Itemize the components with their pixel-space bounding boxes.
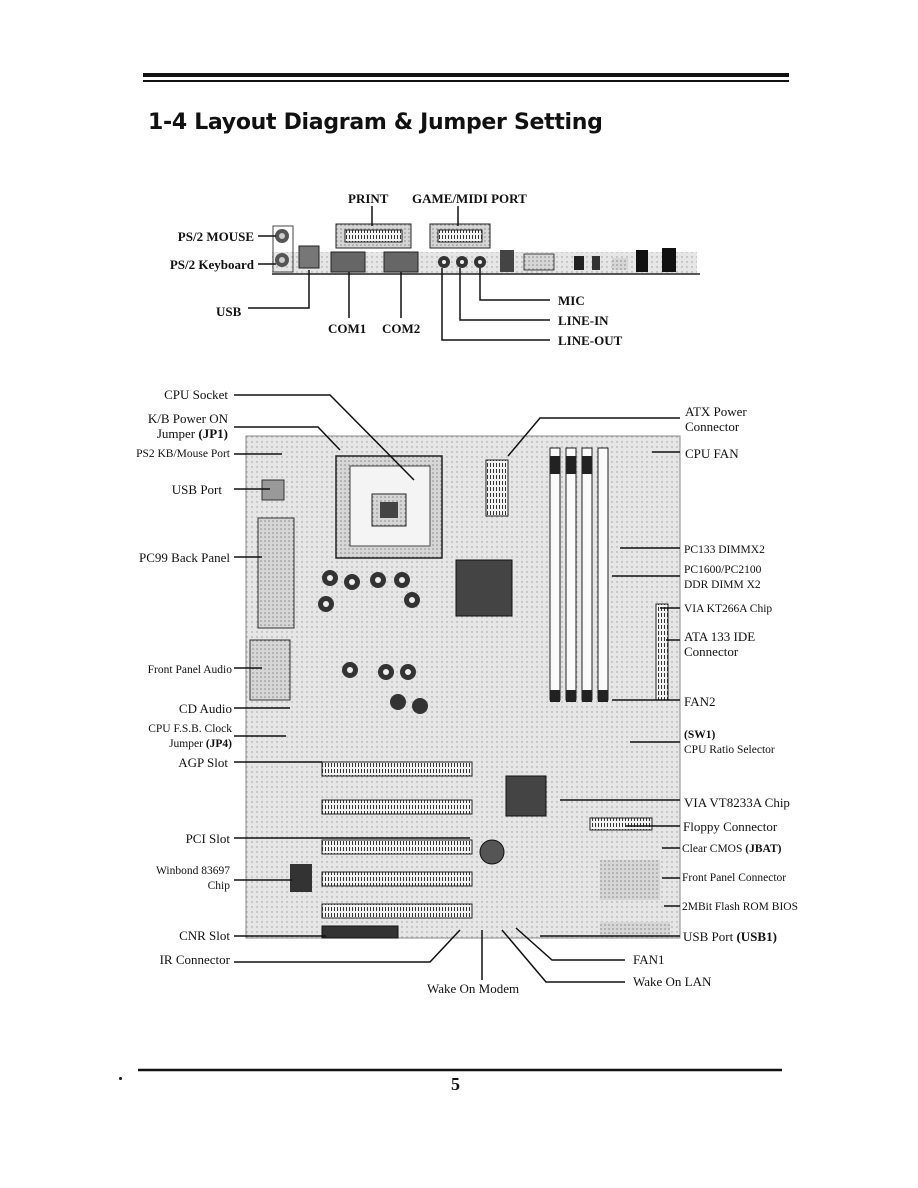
ps2-keyboard-label: PS/2 Keyboard xyxy=(169,257,254,272)
ata133-line2: Connector xyxy=(684,644,739,659)
board-leader-lines xyxy=(234,394,680,983)
winbond-label: Winbond 83697 Chip xyxy=(156,864,230,894)
cpu-fsb-clock-label: CPU F.S.B. Clock Jumper (JP4) xyxy=(148,722,232,752)
cpu-fsb-clock-jp: (JP4) xyxy=(205,738,232,750)
usb-port-label: USB Port xyxy=(171,482,222,497)
clear-cmos-jp: (JBAT) xyxy=(745,843,782,855)
usb-port-usb1-text: USB Port xyxy=(683,929,737,944)
cpu-ratio-line2: CPU Ratio Selector xyxy=(684,744,775,756)
page-heading: 1-4 Layout Diagram & Jumper Setting xyxy=(148,110,603,135)
ddr-dimm-label: PC1600/PC2100 DDR DIMM X2 xyxy=(684,563,761,593)
header-rule-thin xyxy=(143,80,789,82)
atx-power-line1: ATX Power xyxy=(685,404,747,419)
ddr-dimm-line1: PC1600/PC2100 xyxy=(684,564,762,576)
cpu-socket-label: CPU Socket xyxy=(164,387,228,402)
via-kt266a-label: VIA KT266A Chip xyxy=(684,603,773,615)
cpu-fsb-clock-line2: Jumper (JP4) xyxy=(148,737,232,752)
line-in-label: LINE-IN xyxy=(558,313,609,328)
game-midi-label: GAME/MIDI PORT xyxy=(412,191,527,206)
page-number: 5 xyxy=(451,1074,460,1094)
usb-port-usb1-jp: (USB1) xyxy=(736,929,777,944)
fan1-label: FAN1 xyxy=(633,952,665,967)
header-rule-thick xyxy=(143,73,789,77)
clear-cmos-text: Clear CMOS xyxy=(682,843,746,855)
ps2-mouse-label: PS/2 MOUSE xyxy=(177,229,254,244)
pc133-dimm-label: PC133 DIMMX2 xyxy=(684,544,765,556)
winbond-line2: Chip xyxy=(207,880,230,892)
usb-port-usb1-label: USB Port (USB1) xyxy=(683,929,777,944)
pc99-back-panel-label: PC99 Back Panel xyxy=(139,550,230,565)
cpu-fan-label: CPU FAN xyxy=(685,446,739,461)
ddr-dimm-line2: DDR DIMM X2 xyxy=(684,579,761,591)
front-panel-connector-label: Front Panel Connector xyxy=(682,872,787,884)
cpu-fsb-clock-line1: CPU F.S.B. Clock xyxy=(148,723,232,735)
kb-power-on-jumper-text: Jumper xyxy=(156,426,199,441)
kb-power-on-line2: Jumper (JP1) xyxy=(148,426,228,441)
cpu-fsb-clock-jumper-text: Jumper xyxy=(169,738,206,750)
wake-on-modem-label: Wake On Modem xyxy=(427,981,520,996)
kb-power-on-jp: (JP1) xyxy=(198,426,228,441)
mic-label: MIC xyxy=(558,293,585,308)
motherboard-illustration xyxy=(245,435,681,939)
floppy-connector-label: Floppy Connector xyxy=(683,819,778,834)
wake-on-lan-label: Wake On LAN xyxy=(633,974,712,989)
io-leader-lines xyxy=(248,206,550,341)
print-label: PRINT xyxy=(348,191,389,206)
atx-power-label: ATX Power Connector xyxy=(685,404,747,434)
front-panel-audio-label: Front Panel Audio xyxy=(147,664,232,676)
ir-connector-label: IR Connector xyxy=(159,952,230,967)
via-vt8233a-label: VIA VT8233A Chip xyxy=(684,795,790,810)
line-out-label: LINE-OUT xyxy=(558,333,623,348)
cd-audio-label: CD Audio xyxy=(178,701,232,716)
ata133-line1: ATA 133 IDE xyxy=(684,629,756,644)
pci-slot-label: PCI Slot xyxy=(185,831,230,846)
flash-bios-label: 2MBit Flash ROM BIOS xyxy=(682,901,798,913)
kb-power-on-line1: K/B Power ON xyxy=(147,411,228,426)
sw1-line1: (SW1) xyxy=(684,729,716,741)
winbond-line1: Winbond 83697 xyxy=(156,865,230,877)
com1-label: COM1 xyxy=(328,321,367,336)
kb-power-on-label: K/B Power ON Jumper (JP1) xyxy=(148,411,228,441)
io-panel-illustration xyxy=(272,223,700,275)
ata133-label: ATA 133 IDE Connector xyxy=(684,629,755,659)
clear-cmos-label: Clear CMOS (JBAT) xyxy=(682,842,781,857)
fan2-label: FAN2 xyxy=(684,694,716,709)
usb-label: USB xyxy=(216,304,242,319)
ps2-kb-mouse-port-label: PS2 KB/Mouse Port xyxy=(136,448,230,460)
atx-power-line2: Connector xyxy=(685,419,740,434)
margin-dot xyxy=(119,1077,122,1080)
com2-label: COM2 xyxy=(382,321,421,336)
agp-slot-label: AGP Slot xyxy=(178,755,228,770)
sw1-label: (SW1) CPU Ratio Selector xyxy=(684,728,775,758)
cnr-slot-label: CNR Slot xyxy=(179,928,230,943)
